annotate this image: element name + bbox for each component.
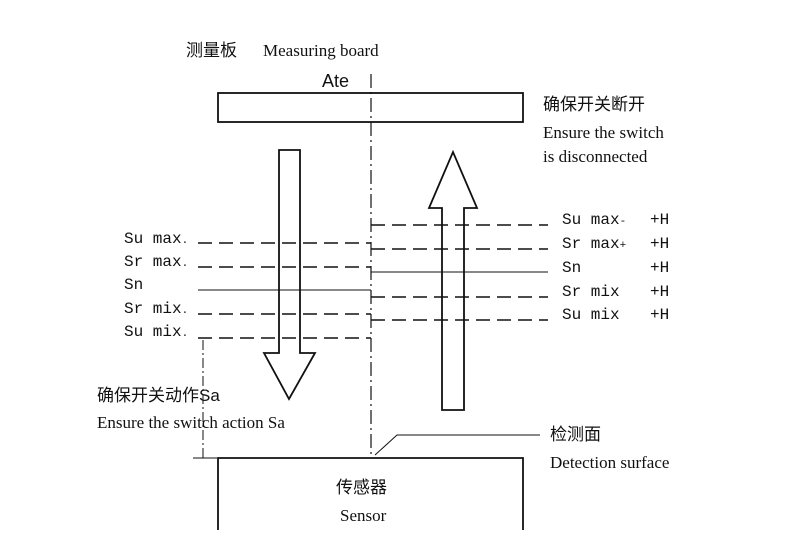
detection-label-en: Detection surface — [550, 453, 669, 472]
left-level-label-su-max: Su max. — [124, 230, 188, 248]
left-level-label-su-mix: Su mix. — [124, 323, 188, 341]
right-level-suffix-su-max: +H — [650, 211, 669, 229]
right-level-suffix-sr-max: +H — [650, 235, 669, 253]
right-level-label-sn: Sn — [562, 259, 581, 277]
sensor-label-cn: 传感器 — [336, 478, 387, 497]
board-label-cn: 测量板 — [186, 41, 237, 60]
sensor-body — [217, 457, 524, 530]
approach-arrow-down — [262, 149, 317, 401]
left-level-label-sr-max: Sr max. — [124, 253, 188, 271]
ate-label: Ate — [322, 71, 349, 91]
right-level-label-su-mix: Su mix — [562, 306, 620, 324]
right-level-label-su-max: Su max- — [562, 211, 626, 229]
right-level-label-sr-max: Sr max+ — [562, 235, 626, 253]
left-level-label-sr-mix: Sr mix. — [124, 300, 188, 318]
right-level-suffix-sr-mix: +H — [650, 283, 669, 301]
action-label-en: Ensure the switch action Sa — [97, 413, 285, 432]
right-level-suffix-su-mix: +H — [650, 306, 669, 324]
sensor-label-en: Sensor — [340, 506, 387, 525]
left-level-label-sn: Sn — [124, 276, 143, 294]
disconnect-label-cn: 确保开关断开 — [543, 95, 645, 114]
board-label-en: Measuring board — [263, 41, 379, 60]
detection-label-cn: 检测面 — [550, 425, 601, 444]
disconnect-label-en-2: is disconnected — [543, 147, 648, 166]
action-label-cn: 确保开关动作Sa — [97, 386, 220, 405]
right-level-labels: Su max- +H Sr max+ +H Sn +H Sr mix +H Su… — [562, 211, 669, 324]
detection-leader-line — [374, 434, 540, 456]
disconnect-label-en-1: Ensure the switch — [543, 123, 664, 142]
right-level-suffix-sn: +H — [650, 259, 669, 277]
right-level-label-sr-mix: Sr mix — [562, 283, 620, 301]
retreat-arrow-up — [427, 149, 479, 411]
